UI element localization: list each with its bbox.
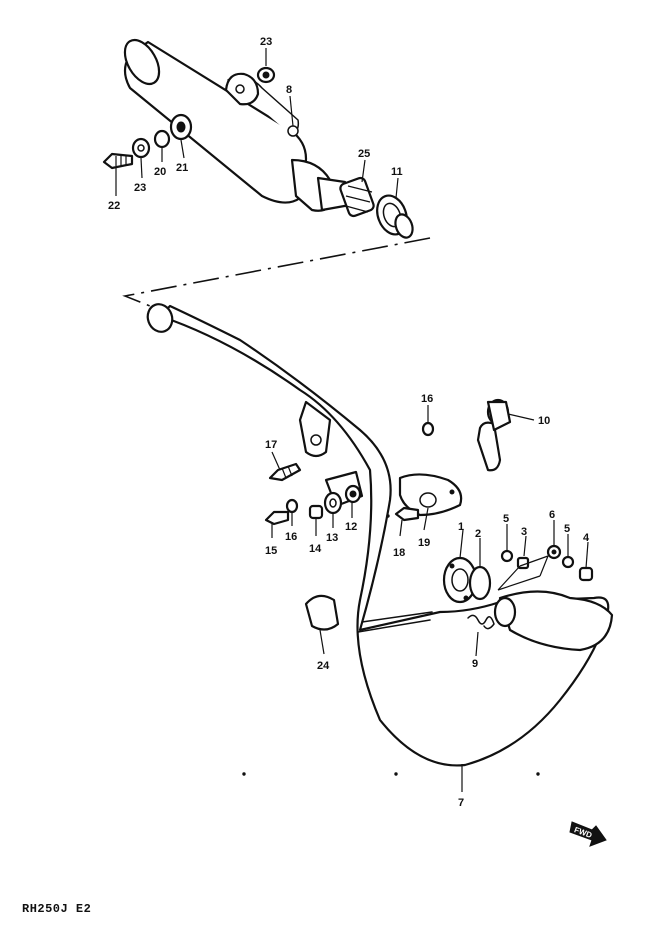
- callout-8: 8: [286, 84, 292, 96]
- callout-7: 7: [458, 797, 464, 809]
- part-4-nut: [578, 566, 594, 582]
- callout-22: 22: [108, 200, 120, 212]
- assembly-line: [122, 237, 431, 311]
- chamber-mount-bracket: [298, 400, 332, 458]
- part-10-bracket: [476, 398, 512, 472]
- callout-19: 19: [418, 537, 430, 549]
- callout-24: 24: [317, 660, 330, 672]
- part-14-collar: [308, 504, 324, 520]
- callout-20: 20: [154, 166, 166, 178]
- callout-23-lower: 23: [134, 182, 146, 194]
- part-18-bolt: [394, 506, 420, 522]
- part-23-washer-lower: [131, 137, 151, 159]
- part-17-bolt: [268, 462, 302, 482]
- callout-5-left: 5: [503, 513, 509, 525]
- part-13-bushing: [323, 491, 343, 515]
- part-16-bolt-upper: [421, 421, 435, 437]
- part-23-washer-upper: [256, 66, 276, 84]
- part-8-hole: [287, 125, 299, 137]
- callout-14: 14: [309, 543, 322, 555]
- scan-dots: [242, 514, 540, 776]
- part-5-washer-b: [561, 555, 575, 569]
- callout-labels: 23 8 25 11 21 20 23 22 16 10 17 1 2 5 3 …: [108, 36, 590, 809]
- part-6-nut: [546, 544, 562, 560]
- diagram-caption: RH250J E2: [22, 902, 92, 916]
- callout-4: 4: [583, 532, 590, 544]
- callout-6: 6: [549, 509, 555, 521]
- part-11-seal: [376, 194, 414, 239]
- callout-2: 2: [475, 528, 481, 540]
- forward-direction-arrow: FWD: [569, 821, 607, 847]
- part-20-collar: [153, 129, 171, 149]
- part-2-gasket: [468, 565, 492, 601]
- callout-23-upper: 23: [260, 36, 272, 48]
- part-25-connector: [339, 176, 375, 218]
- part-9-spring: [467, 614, 495, 630]
- callout-5-right: 5: [564, 523, 570, 535]
- exhaust-outlet-pipe: [493, 590, 614, 652]
- part-24-pad: [304, 594, 340, 631]
- part-19-bracket: [398, 473, 463, 517]
- callout-15: 15: [265, 545, 277, 557]
- callout-16-lower: 16: [285, 531, 297, 543]
- callout-17: 17: [265, 439, 277, 451]
- muffler: [123, 38, 352, 212]
- callout-9: 9: [472, 658, 478, 670]
- part-21-grommet: [169, 113, 193, 141]
- callout-16-upper: 16: [421, 393, 433, 405]
- fwd-label: FWD: [573, 825, 593, 840]
- callout-18: 18: [393, 547, 405, 559]
- part-16-washer-lower: [285, 498, 299, 514]
- callout-25: 25: [358, 148, 370, 160]
- callout-12: 12: [345, 521, 357, 533]
- assembly-bracket-lines: [497, 555, 549, 591]
- expansion-chamber: [146, 303, 610, 767]
- callout-3: 3: [521, 526, 527, 538]
- callout-13: 13: [326, 532, 338, 544]
- muffler-mount-tab: [224, 72, 260, 106]
- part-15-bolt: [264, 510, 290, 526]
- callout-21: 21: [176, 162, 188, 174]
- part-5-washer-a: [500, 549, 514, 563]
- leader-lines: [115, 48, 589, 792]
- callout-10: 10: [538, 415, 550, 427]
- part-22-bolt: [102, 152, 134, 170]
- callout-11: 11: [391, 166, 403, 178]
- callout-1: 1: [458, 521, 464, 533]
